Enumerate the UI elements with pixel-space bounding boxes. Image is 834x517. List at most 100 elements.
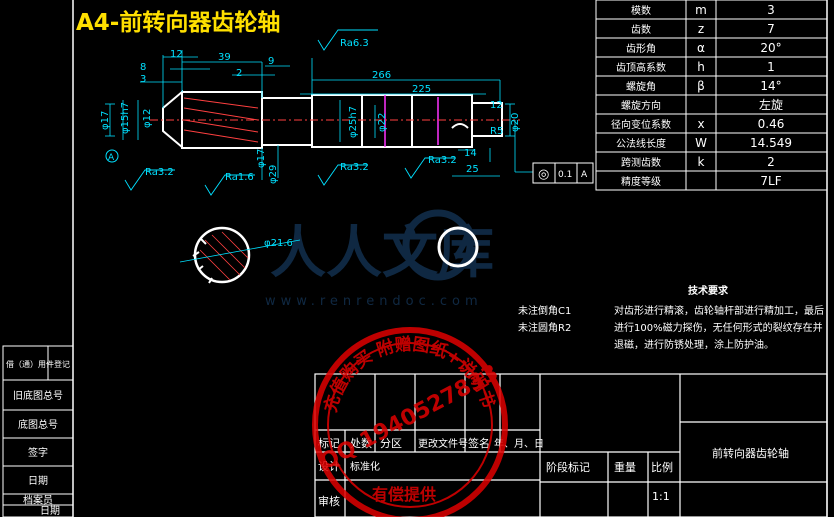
technical-notes: 未注倒角C1 未注圆角R2 技术要求 对齿形进行精滚，齿轮轴杆部进行精加工，最后… (518, 284, 824, 351)
param-symbol: x (697, 117, 704, 131)
dim-2: 2 (236, 68, 242, 79)
param-symbol: h (697, 60, 705, 74)
param-name: 径向变位系数 (611, 118, 671, 131)
dim-3: 3 (140, 74, 146, 85)
dimension-lines (105, 50, 533, 180)
dim-r5: R5 (490, 126, 503, 137)
param-value: 20° (760, 41, 781, 55)
strip-label: 底图总号 (18, 418, 58, 431)
param-symbol: k (698, 155, 705, 169)
param-value: 14° (760, 79, 781, 93)
dim-phi17-mid: φ17 (256, 149, 267, 168)
param-symbol: z (698, 22, 704, 36)
param-name: 齿形角 (626, 43, 656, 55)
param-value: 0.46 (758, 117, 785, 131)
param-value: 左旋 (759, 97, 783, 112)
gear-teeth-lines (183, 97, 259, 143)
dim-225: 225 (412, 84, 431, 95)
strip-label: 日期 (40, 505, 60, 517)
dimension-labels: 12 39 8 3 9 2 266 225 φ17 φ15h7 φ12 φ25h… (100, 49, 521, 184)
tolerance-value: 0.1 (558, 170, 572, 180)
concentricity-icon: ◎ (538, 167, 549, 182)
tb-header-docno: 更改文件号 (418, 437, 468, 450)
dim-phi29: φ29 (268, 165, 279, 184)
param-symbol: β (697, 79, 705, 93)
strip-label: 签字 (28, 446, 48, 459)
param-name: 螺旋方向 (621, 99, 661, 112)
param-value: 7LF (760, 174, 781, 188)
strip-label: 旧底图总号 (13, 389, 63, 402)
param-symbol: α (697, 41, 705, 55)
section-dim-phi216: φ21.6 (264, 238, 293, 249)
param-symbol: W (695, 136, 707, 150)
tb-header-sign: 签名 (468, 436, 490, 450)
param-value: 7 (767, 22, 775, 36)
param-name: 精度等级 (621, 175, 661, 188)
param-value: 14.549 (750, 136, 792, 150)
promo-stamp: 充值购买 附赠图纸+说明书 QQ 1940527833 有偿提供 (312, 327, 508, 517)
dim-9: 9 (268, 56, 274, 67)
roughness-labels: Ra6.3 Ra3.2 Ra1.6 Ra3.2 Ra3.2 (145, 38, 457, 183)
dim-phi22: φ22 (377, 113, 388, 132)
param-value: 1 (767, 60, 775, 74)
keyway-lines (384, 95, 439, 147)
note-fillet: 未注圆角R2 (518, 321, 571, 334)
datum-marker: A (105, 149, 119, 163)
param-value: 3 (767, 3, 775, 17)
roughness-ra32-c: Ra3.2 (428, 155, 457, 166)
strip-label: 日期 (28, 475, 48, 487)
watermark-url: www.renrendoc.com (265, 294, 483, 309)
strip-label: 借（通）用件登记 (6, 359, 70, 369)
tb-row-standard: 标准化 (350, 460, 380, 473)
dim-phi17-left: φ17 (100, 111, 111, 130)
param-name: 齿数 (631, 23, 651, 36)
tolerance-datum: A (581, 170, 588, 180)
note-chamfer: 未注倒角C1 (518, 304, 571, 317)
tb-weight: 重量 (614, 460, 636, 474)
tb-stage-mark: 阶段标记 (546, 460, 590, 474)
drawing-title: A4-前转向器齿轮轴 (76, 9, 280, 36)
param-name: 螺旋角 (626, 80, 656, 93)
dim-phi20: φ20 (510, 113, 521, 132)
notes-line-3: 退磁，进行防锈处理，涂上防护油。 (614, 338, 774, 351)
notes-heading: 技术要求 (688, 284, 729, 297)
dim-phi15h7: φ15h7 (120, 102, 131, 134)
roughness-ra16: Ra1.6 (225, 172, 254, 183)
tolerance-frame: ◎ 0.1 A (532, 162, 594, 184)
tb-part-name: 前转向器齿轮轴 (712, 446, 789, 460)
title-block-text: 标记 处数 分区 更改文件号 签名 年、月、日 设计 标准化 审核 阶段标记 重… (318, 436, 789, 508)
roughness-ra63: Ra6.3 (340, 38, 369, 49)
param-name: 跨测齿数 (621, 156, 661, 169)
notes-line-1: 对齿形进行精滚，齿轮轴杆部进行精加工，最后 (614, 304, 824, 317)
param-name: 模数 (631, 4, 651, 17)
strip-label: 档案员 (23, 494, 53, 507)
datum-label: A (108, 153, 115, 163)
stamp-bottom: 有偿提供 (372, 485, 436, 504)
watermark-logo-icon (402, 209, 474, 281)
dim-266: 266 (372, 70, 391, 81)
dim-12-right: 12 (490, 100, 503, 111)
section-view-gear: φ21.6 (179, 226, 301, 284)
roughness-ra32-a: Ra3.2 (145, 167, 174, 178)
dim-14: 14 (464, 148, 477, 159)
dim-phi25h7: φ25h7 (348, 106, 359, 138)
roughness-ra32-b: Ra3.2 (340, 162, 369, 173)
dim-39: 39 (218, 52, 231, 63)
watermark-text: 人人文库 (270, 221, 494, 286)
tb-scale-value: 1:1 (652, 490, 670, 503)
dim-8: 8 (140, 62, 146, 73)
notes-line-2: 进行100%磁力探伤，无任何形式的裂纹存在并 (614, 321, 823, 334)
param-value: 2 (767, 155, 775, 169)
dim-25: 25 (466, 164, 479, 175)
tb-header-count: 处数 (350, 437, 372, 450)
param-name: 公法线长度 (616, 137, 666, 150)
tb-row-review: 审核 (318, 494, 340, 508)
tb-scale-label: 比例 (651, 460, 673, 474)
watermark: 人人文库 www.renrendoc.com (265, 209, 494, 309)
tb-header-zone: 分区 (380, 437, 402, 450)
dim-12: 12 (170, 49, 183, 60)
roughness-symbols (124, 29, 455, 196)
